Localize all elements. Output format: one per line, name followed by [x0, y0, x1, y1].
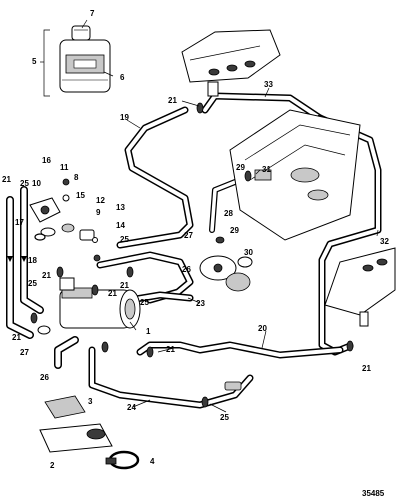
- callout-25-e: 25: [220, 413, 229, 422]
- callout-14: 14: [116, 221, 125, 230]
- callout-27-a: 27: [184, 231, 193, 240]
- callout-21-g: 21: [362, 364, 371, 373]
- callout-29-a: 29: [236, 163, 245, 172]
- engine-block: [229, 109, 361, 241]
- callout-21-d: 21: [108, 289, 117, 298]
- exhaust-manifold-port: [181, 29, 281, 97]
- callout-20: 20: [258, 324, 267, 333]
- callout-24: 24: [127, 403, 136, 412]
- cover-plates: [39, 395, 113, 453]
- callout-27-b: 27: [20, 348, 29, 357]
- callout-4: 4: [150, 457, 155, 466]
- callout-25-d: 25: [140, 298, 149, 307]
- callout-26: 26: [182, 265, 191, 274]
- callout-29-b: 29: [230, 226, 239, 235]
- callout-19: 19: [120, 113, 129, 122]
- hose-network: [6, 92, 382, 409]
- callout-7: 7: [90, 9, 95, 18]
- callout-21-a: 21: [168, 96, 177, 105]
- callout-21-h: 21: [120, 281, 129, 290]
- group-bracket: [43, 29, 50, 97]
- callout-33: 33: [264, 80, 273, 89]
- callout-8: 8: [74, 173, 79, 182]
- heat-exchanger: [59, 277, 141, 329]
- leader-lines: [40, 19, 379, 413]
- callout-23: 23: [196, 299, 205, 308]
- callout-25-c: 25: [28, 279, 37, 288]
- hose-clamps-small: [30, 102, 354, 408]
- callout-28: 28: [224, 209, 233, 218]
- callout-13: 13: [116, 203, 125, 212]
- callout-18: 18: [28, 256, 37, 265]
- callout-21-b: 21: [2, 175, 11, 184]
- callout-32: 32: [380, 237, 389, 246]
- callout-10: 10: [32, 179, 41, 188]
- callout-3: 3: [88, 397, 93, 406]
- callout-16: 16: [42, 156, 51, 165]
- thermostat-housing: [29, 197, 95, 241]
- flow-arrows: [7, 256, 27, 262]
- callout-labels: 1 2 3 4 5 6 7 8 9 10 11 12 13 14 15 16 1…: [2, 9, 389, 470]
- callout-5: 5: [32, 57, 37, 66]
- sensors-and-plugs: [62, 178, 101, 262]
- callout-25-b: 25: [120, 235, 129, 244]
- hose-clamp: [105, 450, 140, 470]
- water-pump: [199, 255, 253, 292]
- callout-21-e: 21: [12, 333, 21, 342]
- coolant-reservoir: [59, 25, 111, 93]
- figure-number: 35485: [362, 489, 385, 498]
- callout-31: 31: [262, 165, 271, 174]
- callout-1: 1: [146, 327, 151, 336]
- callout-30: 30: [244, 248, 253, 257]
- callout-6: 6: [120, 73, 125, 82]
- callout-12: 12: [96, 196, 105, 205]
- callout-11: 11: [60, 163, 69, 172]
- callout-25-a: 25: [20, 179, 29, 188]
- callout-2: 2: [50, 461, 55, 470]
- callout-26-b: 26: [40, 373, 49, 382]
- callout-9: 9: [96, 208, 101, 217]
- callout-15: 15: [76, 191, 85, 200]
- exhaust-manifold-right: [324, 247, 396, 327]
- reservoir-cap: [71, 25, 91, 41]
- callout-21-f: 21: [166, 345, 175, 354]
- callout-21-c: 21: [42, 271, 51, 280]
- callout-17: 17: [15, 218, 24, 227]
